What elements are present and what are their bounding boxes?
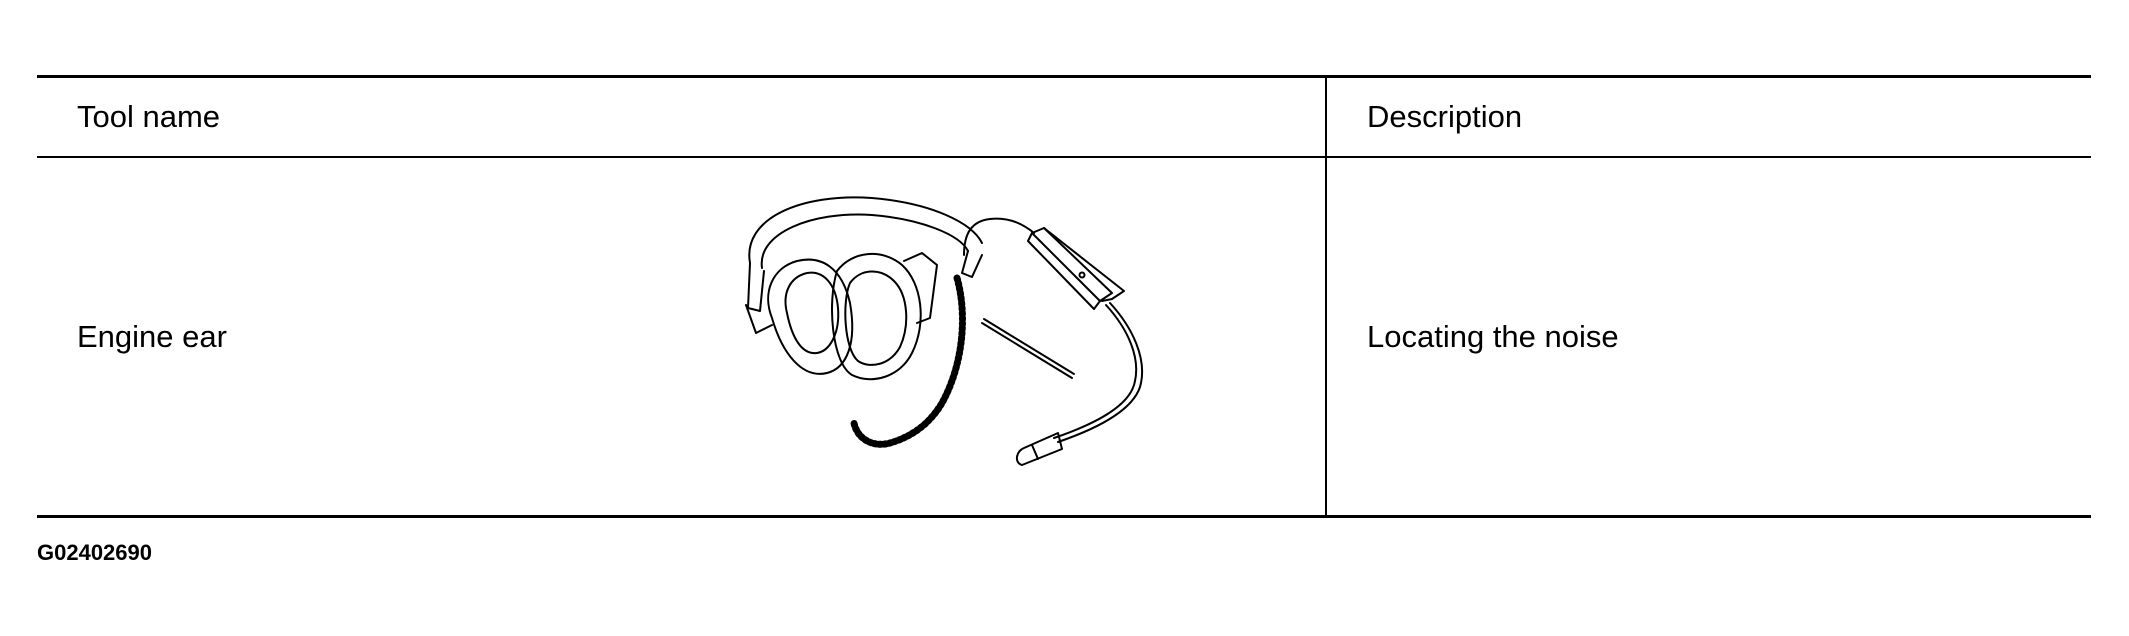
figure-code: G02402690: [37, 540, 152, 565]
header-tool-name: Tool name: [77, 99, 221, 134]
headphones-with-probe-icon: [745, 196, 1144, 466]
tool-name-cell: Engine ear: [37, 157, 1326, 517]
header-description: Description: [1325, 76, 2091, 157]
special-tool-table: Tool name Description Engine ear: [37, 75, 2091, 518]
table-row: Engine ear: [37, 157, 2091, 517]
description-cell: Locating the noise: [1325, 157, 2091, 517]
table-header-row: Tool name Description: [37, 76, 2091, 157]
tool-name-text: Engine ear: [77, 318, 227, 354]
